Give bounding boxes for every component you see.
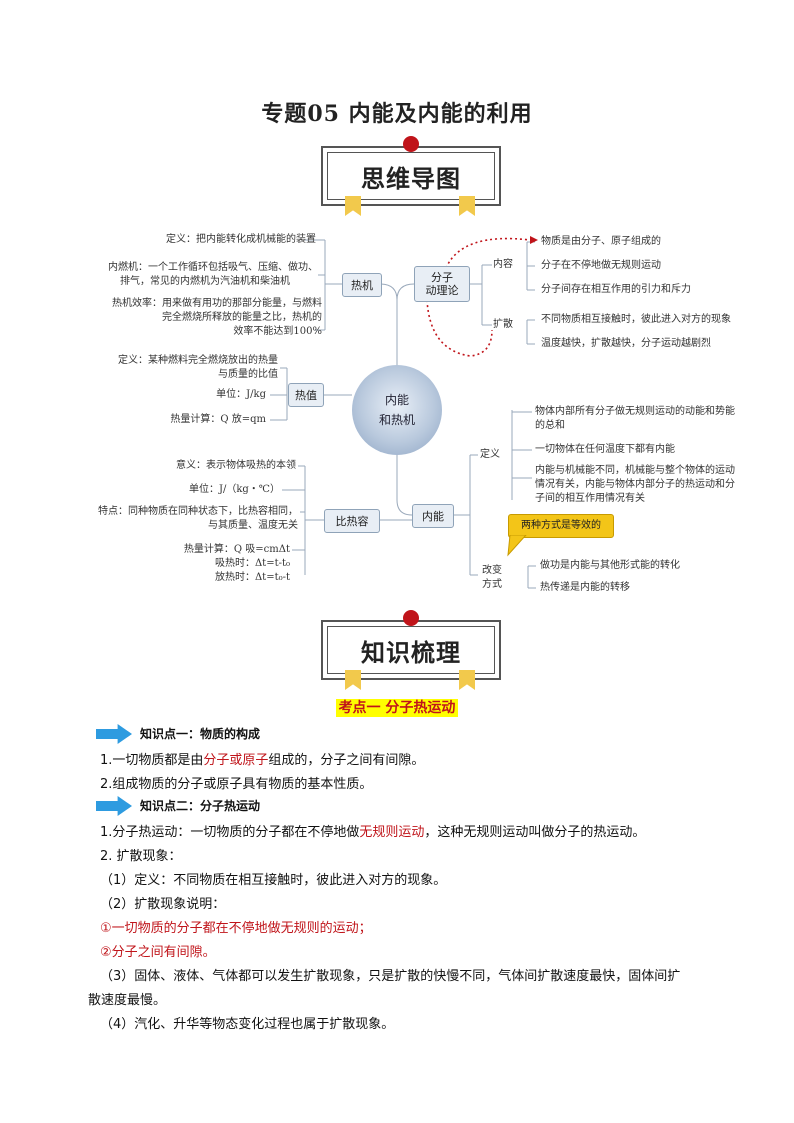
exam-point-highlight: 考点一 分子热运动 [335,699,459,717]
heat-engine-ice-line: 内燃机：一个工作循环包括吸气、压缩、做功、 [108,262,318,273]
ie-def-line: 物体内部所有分子做无规则运动的动能和势能 [535,406,735,417]
mindmap-banner: 思维导图 [321,136,501,216]
heat-value-formula: 热量计算：Q 放=qm [170,414,266,425]
feature-line: 特点：同种物质在同种状态下，比热容相同， [98,506,298,517]
kp2-line-6: ②分子之间有间隙。 [100,945,216,960]
kp2-line-4: （2）扩散现象说明： [100,897,226,912]
specific-heat-feature: 特点：同种物质在同种状态下，比热容相同， 与其质量、温度无关 [90,505,298,533]
kp1-title: 知识点一：物质的构成 [140,727,261,741]
kp1-line-1-a: 1.一切物质都是由 [100,753,204,768]
red-dot-icon [403,610,419,626]
specific-heat-meaning: 意义：表示物体吸热的本领 [176,460,296,471]
ribbon-icon [459,670,475,690]
molecular-label-line: 动理论 [425,284,459,297]
node-internal-energy: 内能 [412,504,454,528]
mind-map-connectors [270,236,538,589]
change-label-line: 改变 [482,565,502,576]
heat-value-def-line: 与质量的比值 [218,369,278,380]
kp2-line-1: 1.分子热运动：一切物质的分子都在不停地做无规则运动，这种无规则运动叫做分子的热… [100,821,645,840]
efficiency-line: 热机效率：用来做有用功的那部分能量，与燃料 [112,298,322,309]
specific-heat-formula: 热量计算：Q 吸=cmΔt [183,544,290,555]
heat-engine-efficiency: 热机效率：用来做有用功的那部分能量，与燃料 完全燃烧所释放的能量之比，热机的 效… [100,297,322,339]
exam-point-title: 考点一 分子热运动 [0,697,794,717]
mindmap-hub: 内能 和热机 [352,365,442,455]
molecular-content-1: 物质是由分子、原子组成的 [541,236,661,247]
ribbon-icon [345,670,361,690]
hub-line-1: 内能 [384,393,409,407]
diffusion-2: 温度越快，扩散越快，分子运动越剧烈 [541,338,711,349]
kp2-line-7b: 散速度最慢。 [88,993,167,1008]
ie-def-line: 情况有关，内能与物体内部分子的热运动和分 [535,479,735,490]
change-label-line: 方式 [482,579,502,590]
specific-heat-absorb: 吸热时：Δt=t-t₀ [214,558,290,569]
knowledge-banner: 知识梳理 [321,610,501,690]
ie-def-line: 的总和 [535,420,565,431]
ie-definition-2: 一切物体在任何温度下都有内能 [535,444,675,455]
kp1-line-2: 2.组成物质的分子或原子具有物质的基本性质。 [100,777,373,792]
hub-line-2: 和热机 [378,413,415,427]
efficiency-line: 效率不能达到100% [233,326,322,337]
node-molecular-theory: 分子动理论 [414,266,470,302]
kp2-line-3: （1）定义：不同物质在相互接触时，彼此进入对方的现象。 [100,873,447,888]
ie-def-line: 子间的相互作用情况有关 [535,493,645,504]
equivalence-callout: 两种方式是等效的 [508,514,614,538]
arrow-right-icon [96,796,132,816]
mindmap-banner-label: 思维导图 [327,152,495,200]
heat-value-unit: 单位：J/kg [216,389,266,400]
kp2-title: 知识点二：分子热运动 [140,799,261,813]
specific-heat-unit: 单位：J/（kg・℃） [188,484,280,495]
kp2-line-2: 2. 扩散现象： [100,849,182,864]
heat-engine-ice-line: 排气，常见的内燃机为汽油机和柴油机 [120,276,290,287]
ribbon-icon [345,196,361,216]
kp2-line-7a: （3）固体、液体、气体都可以发生扩散现象，只是扩散的快慢不同，气体间扩散速度最快… [100,969,681,984]
arrow-right-icon [96,724,132,744]
node-heat-engine: 热机 [342,273,382,297]
efficiency-line: 完全燃烧所释放的能量之比，热机的 [162,312,322,323]
molecular-content-2: 分子在不停地做无规则运动 [541,260,661,271]
node-specific-heat: 比热容 [324,509,380,533]
ie-definition-1: 物体内部所有分子做无规则运动的动能和势能 的总和 [535,405,755,433]
knowledge-banner-label: 知识梳理 [327,626,495,674]
ie-change-label: 改变 方式 [482,564,502,592]
heat-engine-definition: 定义：把内能转化成机械能的装置 [166,234,316,245]
node-heat-value: 热值 [288,383,324,407]
internal-energy-definition-label: 定义 [480,449,500,460]
red-dot-icon [403,136,419,152]
molecular-diffusion-label: 扩散 [493,319,513,330]
heat-value-definition: 定义：某种燃料完全燃烧放出的热量 与质量的比值 [100,354,278,382]
kp2-line-8: （4）汽化、升华等物态变化过程也属于扩散现象。 [100,1017,395,1032]
diffusion-1: 不同物质相互接触时，彼此进入对方的现象 [541,314,731,325]
page-title: 专题05 内能及内能的利用 [261,101,533,127]
kp2-line-1-highlight: 无规则运动 [359,825,425,840]
kp2-line-1-c: ，这种无规则运动叫做分子的热运动。 [424,825,646,840]
callout-pointer-icon [507,535,527,557]
specific-heat-release: 放热时：Δt=t₀-t [214,572,290,583]
ie-change-heat-transfer: 热传递是内能的转移 [540,582,630,593]
kp2-line-1-a: 1.分子热运动：一切物质的分子都在不停地做 [100,825,360,840]
molecular-content-3: 分子间存在相互作用的引力和斥力 [541,284,691,295]
kp1-line-1: 1.一切物质都是由分子或原子组成的，分子之间有间隙。 [100,749,424,768]
kp2-line-5: ①一切物质的分子都在不停地做无规则的运动； [100,921,372,936]
heat-value-def-line: 定义：某种燃料完全燃烧放出的热量 [118,355,278,366]
molecular-label-line: 分子 [431,271,453,284]
ie-change-work: 做功是内能与其他形式能的转化 [540,560,680,571]
ribbon-icon [459,196,475,216]
ie-def-line: 内能与机械能不同，机械能与整个物体的运动 [535,465,735,476]
feature-line: 与其质量、温度无关 [208,520,298,531]
kp1-line-1-highlight: 分子或原子 [203,753,269,768]
molecular-content-label: 内容 [493,259,513,270]
ie-definition-3: 内能与机械能不同，机械能与整个物体的运动 情况有关，内能与物体内部分子的热运动和… [535,464,761,506]
heat-engine-ice: 内燃机：一个工作循环包括吸气、压缩、做功、 排气，常见的内燃机为汽油机和柴油机 [108,261,318,289]
kp1-line-1-c: 组成的，分子之间有间隙。 [268,753,425,768]
